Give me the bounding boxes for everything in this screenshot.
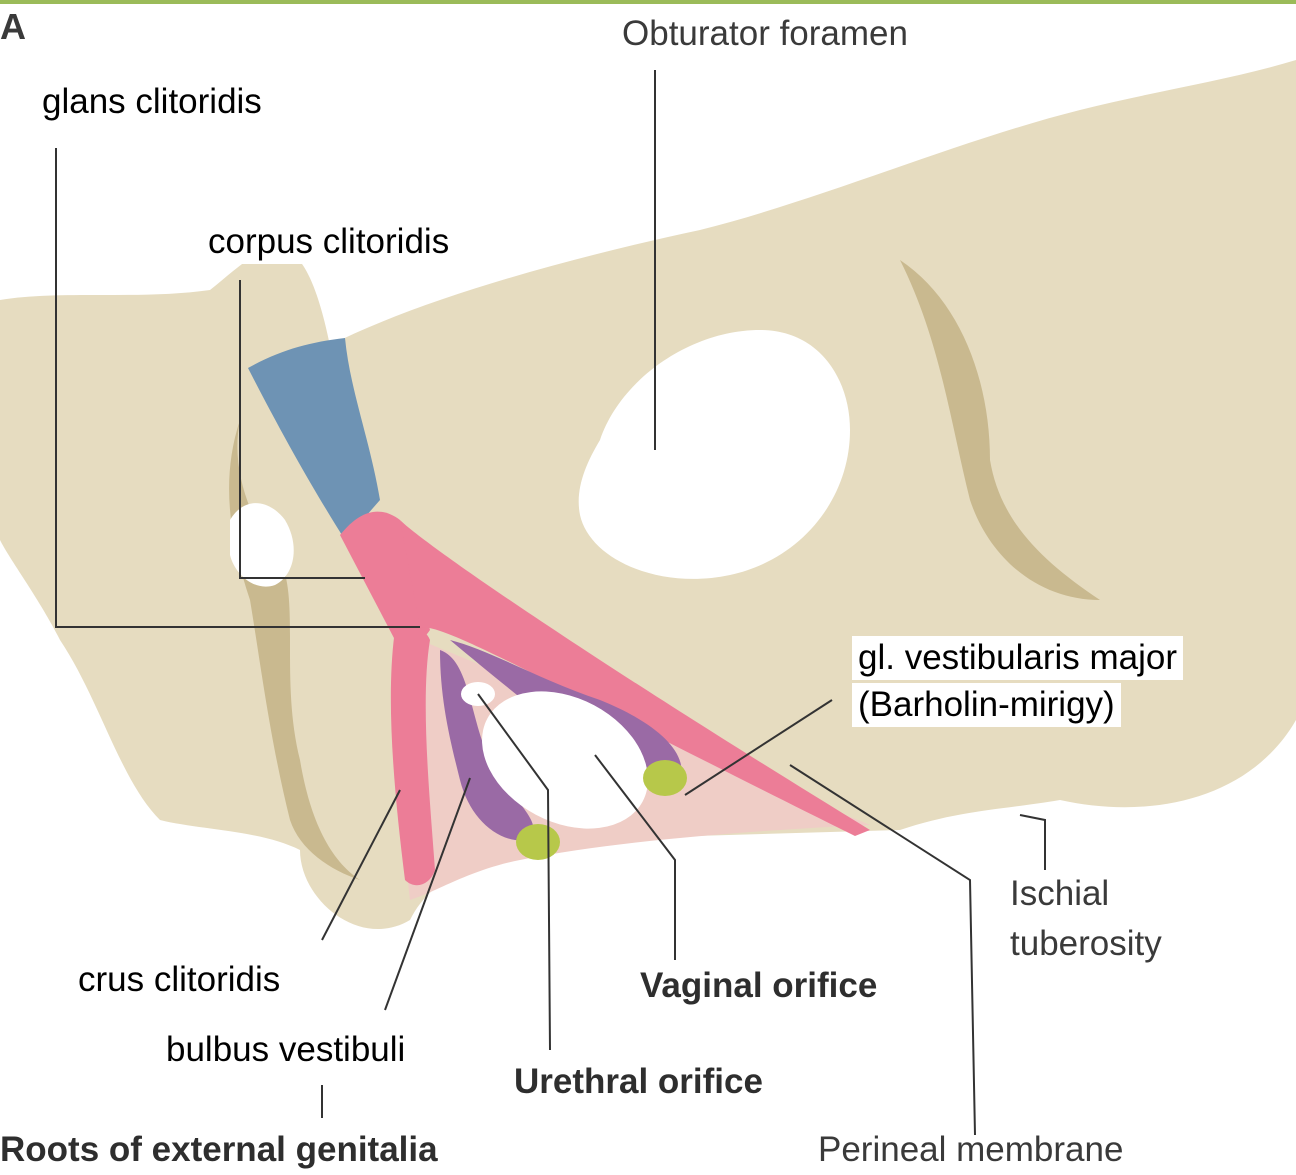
- label-roots-of-external-genitalia: Roots of external genitalia: [0, 1130, 438, 1170]
- label-crus-clitoridis: crus clitoridis: [72, 958, 286, 1002]
- label-bulbus-vestibuli: bulbus vestibuli: [160, 1028, 411, 1072]
- label-urethral-orifice: Urethral orifice: [514, 1062, 763, 1102]
- label-tuberosity: tuberosity: [1010, 924, 1162, 964]
- label-obturator-foramen: Obturator foramen: [622, 14, 908, 54]
- label-glans-clitoridis: glans clitoridis: [36, 80, 268, 124]
- vestibular-gland-right: [643, 760, 687, 796]
- vestibular-gland-left: [516, 824, 560, 860]
- figure-letter: A: [0, 6, 26, 47]
- label-gl-vestibularis-major: gl. vestibularis major: [852, 636, 1183, 680]
- label-corpus-clitoridis: corpus clitoridis: [202, 220, 455, 264]
- label-perineal-membrane: Perineal membrane: [818, 1130, 1123, 1170]
- label-ischial: Ischial: [1010, 874, 1109, 914]
- label-barholin-mirigy: (Barholin-mirigy): [852, 683, 1121, 727]
- label-vaginal-orifice: Vaginal orifice: [640, 966, 877, 1006]
- leader-ischial: [1020, 815, 1045, 870]
